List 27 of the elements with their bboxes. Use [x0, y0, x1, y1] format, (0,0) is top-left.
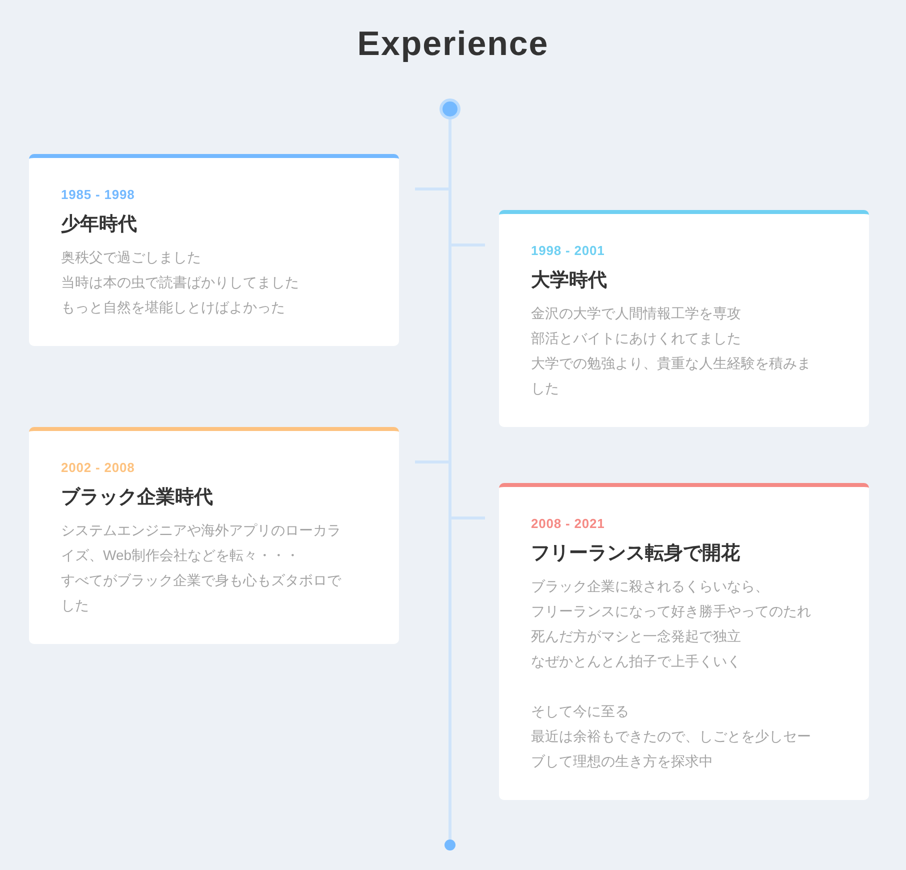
card-text: なぜかとんとん拍子で上手くいく — [531, 652, 742, 671]
card-heading: 少年時代 — [61, 213, 137, 237]
date-range: 2008 - 2021 — [531, 515, 605, 533]
card-text: 死んだ方がマシと一念発起で独立 — [531, 627, 742, 646]
page-title: Experience — [357, 24, 549, 65]
card-text: フリーランスになって好き勝手やってのたれ — [531, 602, 812, 621]
card-text: 当時は本の虫で読書ばかりしてました — [61, 273, 300, 292]
card-text: ブラック企業に殺されるくらいなら、 — [531, 577, 770, 596]
card-text: 奥秩父で過ごしました — [61, 248, 202, 267]
card-heading: フリーランス転身で開花 — [531, 542, 740, 566]
card-text: 大学での勉強より、貴重な人生経験を積みました — [531, 354, 812, 398]
date-range: 2002 - 2008 — [61, 459, 135, 477]
card-text: システムエンジニアや海外アプリのローカライズ、Web制作会社などを転々・・・ — [61, 521, 342, 565]
card-heading: 大学時代 — [531, 269, 607, 293]
card-heading: ブラック企業時代 — [61, 486, 213, 510]
timeline-card — [499, 210, 869, 427]
timeline-card — [29, 427, 399, 644]
date-range: 1998 - 2001 — [531, 242, 605, 260]
timeline-card — [29, 154, 399, 346]
timeline-card — [499, 483, 869, 800]
card-text: 最近は余裕もできたので、しごとを少しセーブして理想の生き方を探求中 — [531, 727, 812, 771]
card-text: もっと自然を堪能しとけばよかった — [61, 298, 286, 317]
card-text: 部活とバイトにあけくれてました — [531, 329, 742, 348]
card-text: 金沢の大学で人間情報工学を専攻 — [531, 304, 742, 323]
card-text: すべてがブラック企業で身も心もズタボロでした — [61, 571, 342, 615]
card-text: そして今に至る — [531, 702, 630, 721]
date-range: 1985 - 1998 — [61, 186, 135, 204]
